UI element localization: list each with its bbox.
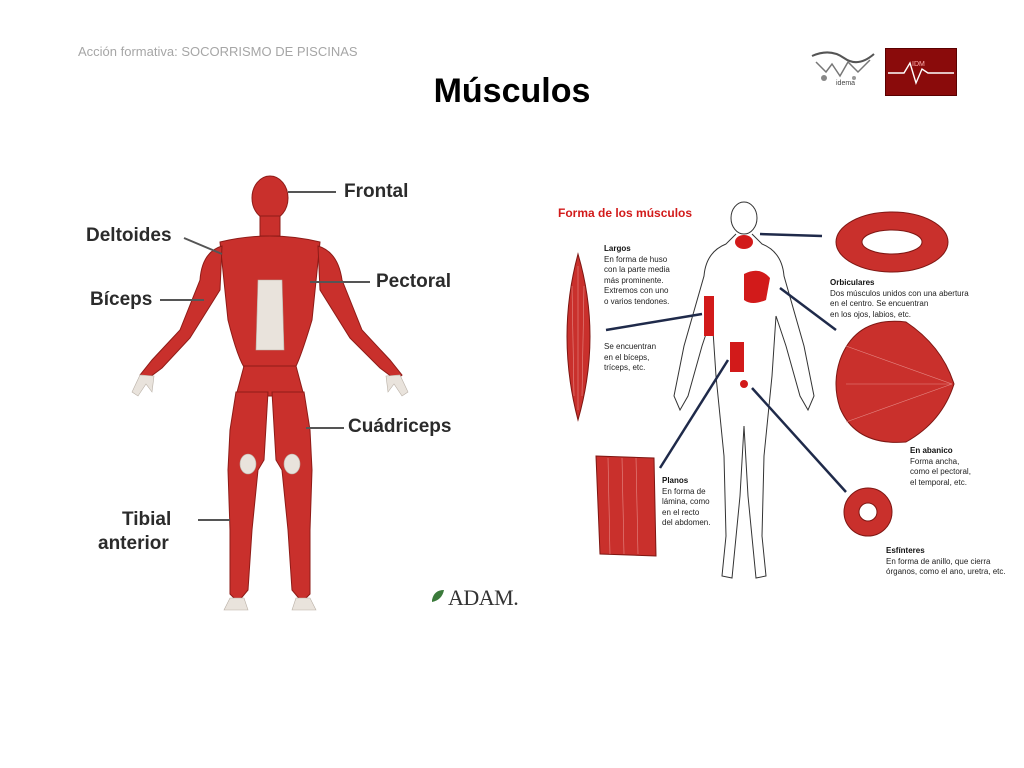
heartbeat-icon <box>888 61 954 86</box>
orbiculares-name: Orbiculares <box>830 278 875 287</box>
largos-example-line: tríceps, etc. <box>604 363 646 372</box>
label-tibial: Tibial <box>122 509 172 530</box>
adam-leaf-icon <box>430 588 446 604</box>
esfinteres-block: Esfínteres En forma de anillo, que cierr… <box>886 546 1018 578</box>
idm-logo: IDM <box>885 48 957 96</box>
slide-title: Músculos <box>433 72 591 110</box>
logo1-label: idema <box>836 80 856 87</box>
planos-line: en el recto <box>662 507 700 517</box>
planos-line: En forma de <box>662 486 706 496</box>
planos-line: lámina, como <box>662 497 710 506</box>
label-pectoral: Pectoral <box>376 271 451 292</box>
esfinteres-name: Esfínteres <box>886 546 925 555</box>
largos-line: con la parte media <box>604 265 670 274</box>
label-deltoides: Deltoides <box>86 225 172 246</box>
muscle-body-figure <box>131 175 409 611</box>
abanico-line: el temporal, etc. <box>910 477 967 487</box>
idema-logo: idema <box>810 48 876 92</box>
esfinteres-line: órganos, como el ano, uretra, etc. <box>886 567 1006 576</box>
shapes-title: Forma de los músculos <box>558 206 693 220</box>
label-tibial-anterior: anterior <box>98 533 169 554</box>
abanico-line: como el pectoral, <box>910 467 971 476</box>
abanico-block: En abanico Forma ancha, como el pectoral… <box>910 446 1010 488</box>
abanico-name: En abanico <box>910 446 953 455</box>
orbiculares-block: Orbiculares Dos músculos unidos con una … <box>830 278 1010 320</box>
largos-line: En forma de huso <box>604 254 668 264</box>
planos-block: Planos En forma de lámina, como en el re… <box>662 476 732 529</box>
largos-line: o varios tendones. <box>604 296 670 306</box>
orbiculares-line: Dos músculos unidos con una abertura <box>830 288 969 298</box>
largos-example-line: Se encuentran <box>604 342 657 351</box>
orbiculares-line: en los ojos, labios, etc. <box>830 309 911 319</box>
muscle-shapes-diagram <box>566 201 955 579</box>
course-title: Acción formativa: SOCORRISMO DE PISCINAS <box>78 44 358 59</box>
label-biceps: Bíceps <box>90 289 153 310</box>
label-cuadriceps: Cuádriceps <box>348 416 452 437</box>
largos-example-line: en el bíceps, <box>604 352 650 362</box>
orbiculares-line: en el centro. Se encuentran <box>830 299 929 308</box>
abanico-line: Forma ancha, <box>910 456 960 466</box>
planos-line: del abdomen. <box>662 518 711 527</box>
adam-brand: ADAM. <box>448 585 519 610</box>
label-frontal: Frontal <box>344 181 409 202</box>
esfinteres-line: En forma de anillo, que cierra <box>886 556 991 566</box>
logo2-label: IDM <box>912 61 925 68</box>
idema-logo-icon <box>811 51 875 81</box>
largos-name: Largos <box>604 244 631 253</box>
largos-examples: Se encuentran en el bíceps, tríceps, etc… <box>604 342 694 374</box>
planos-name: Planos <box>662 476 689 485</box>
largos-line: más prominente. <box>604 275 664 285</box>
largos-line: Extremos con uno <box>604 286 669 295</box>
largos-block: Largos En forma de huso con la parte med… <box>604 244 694 307</box>
